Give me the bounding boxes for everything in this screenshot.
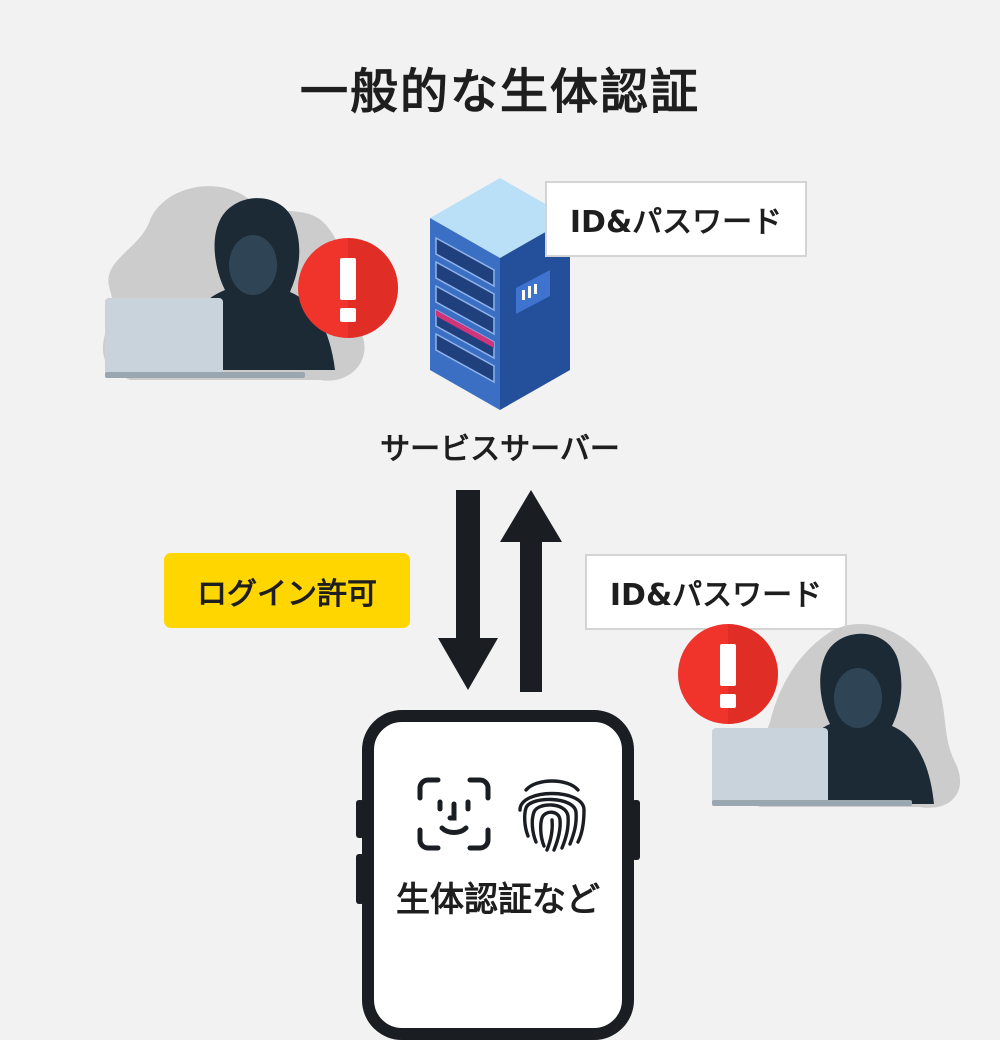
id-password-box-top: ID&パスワード: [545, 181, 807, 257]
hacker-right: [690, 612, 970, 812]
alert-icon: [298, 238, 398, 338]
login-permission-badge: ログイン許可: [164, 553, 410, 628]
phone-side-button: [632, 800, 640, 860]
alert-right: [676, 622, 780, 726]
arrow-up-icon: [500, 490, 562, 692]
alert-icon: [678, 624, 778, 724]
fingerprint: [512, 770, 592, 854]
hacker-icon: [102, 186, 365, 381]
page-title: 一般的な生体認証: [299, 64, 700, 120]
phone-side-button: [356, 854, 364, 904]
phone-label: 生体認証など: [396, 880, 600, 920]
smartphone: [362, 710, 634, 1040]
fingerprint-icon: [518, 779, 586, 852]
id-password-box-right: ID&パスワード: [585, 554, 847, 630]
server-label: サービスサーバー: [380, 432, 620, 467]
server: [430, 178, 570, 410]
hacker-left: [90, 180, 370, 390]
hacker-icon: [712, 624, 961, 808]
alert-left: [296, 236, 400, 340]
face-id: [416, 776, 492, 852]
arrow-down-icon: [438, 490, 498, 690]
arrow-down: [438, 490, 498, 690]
arrow-up: [500, 490, 562, 692]
phone-side-button: [356, 800, 364, 838]
face-id-icon: [417, 777, 491, 851]
server-icon: [430, 178, 570, 410]
